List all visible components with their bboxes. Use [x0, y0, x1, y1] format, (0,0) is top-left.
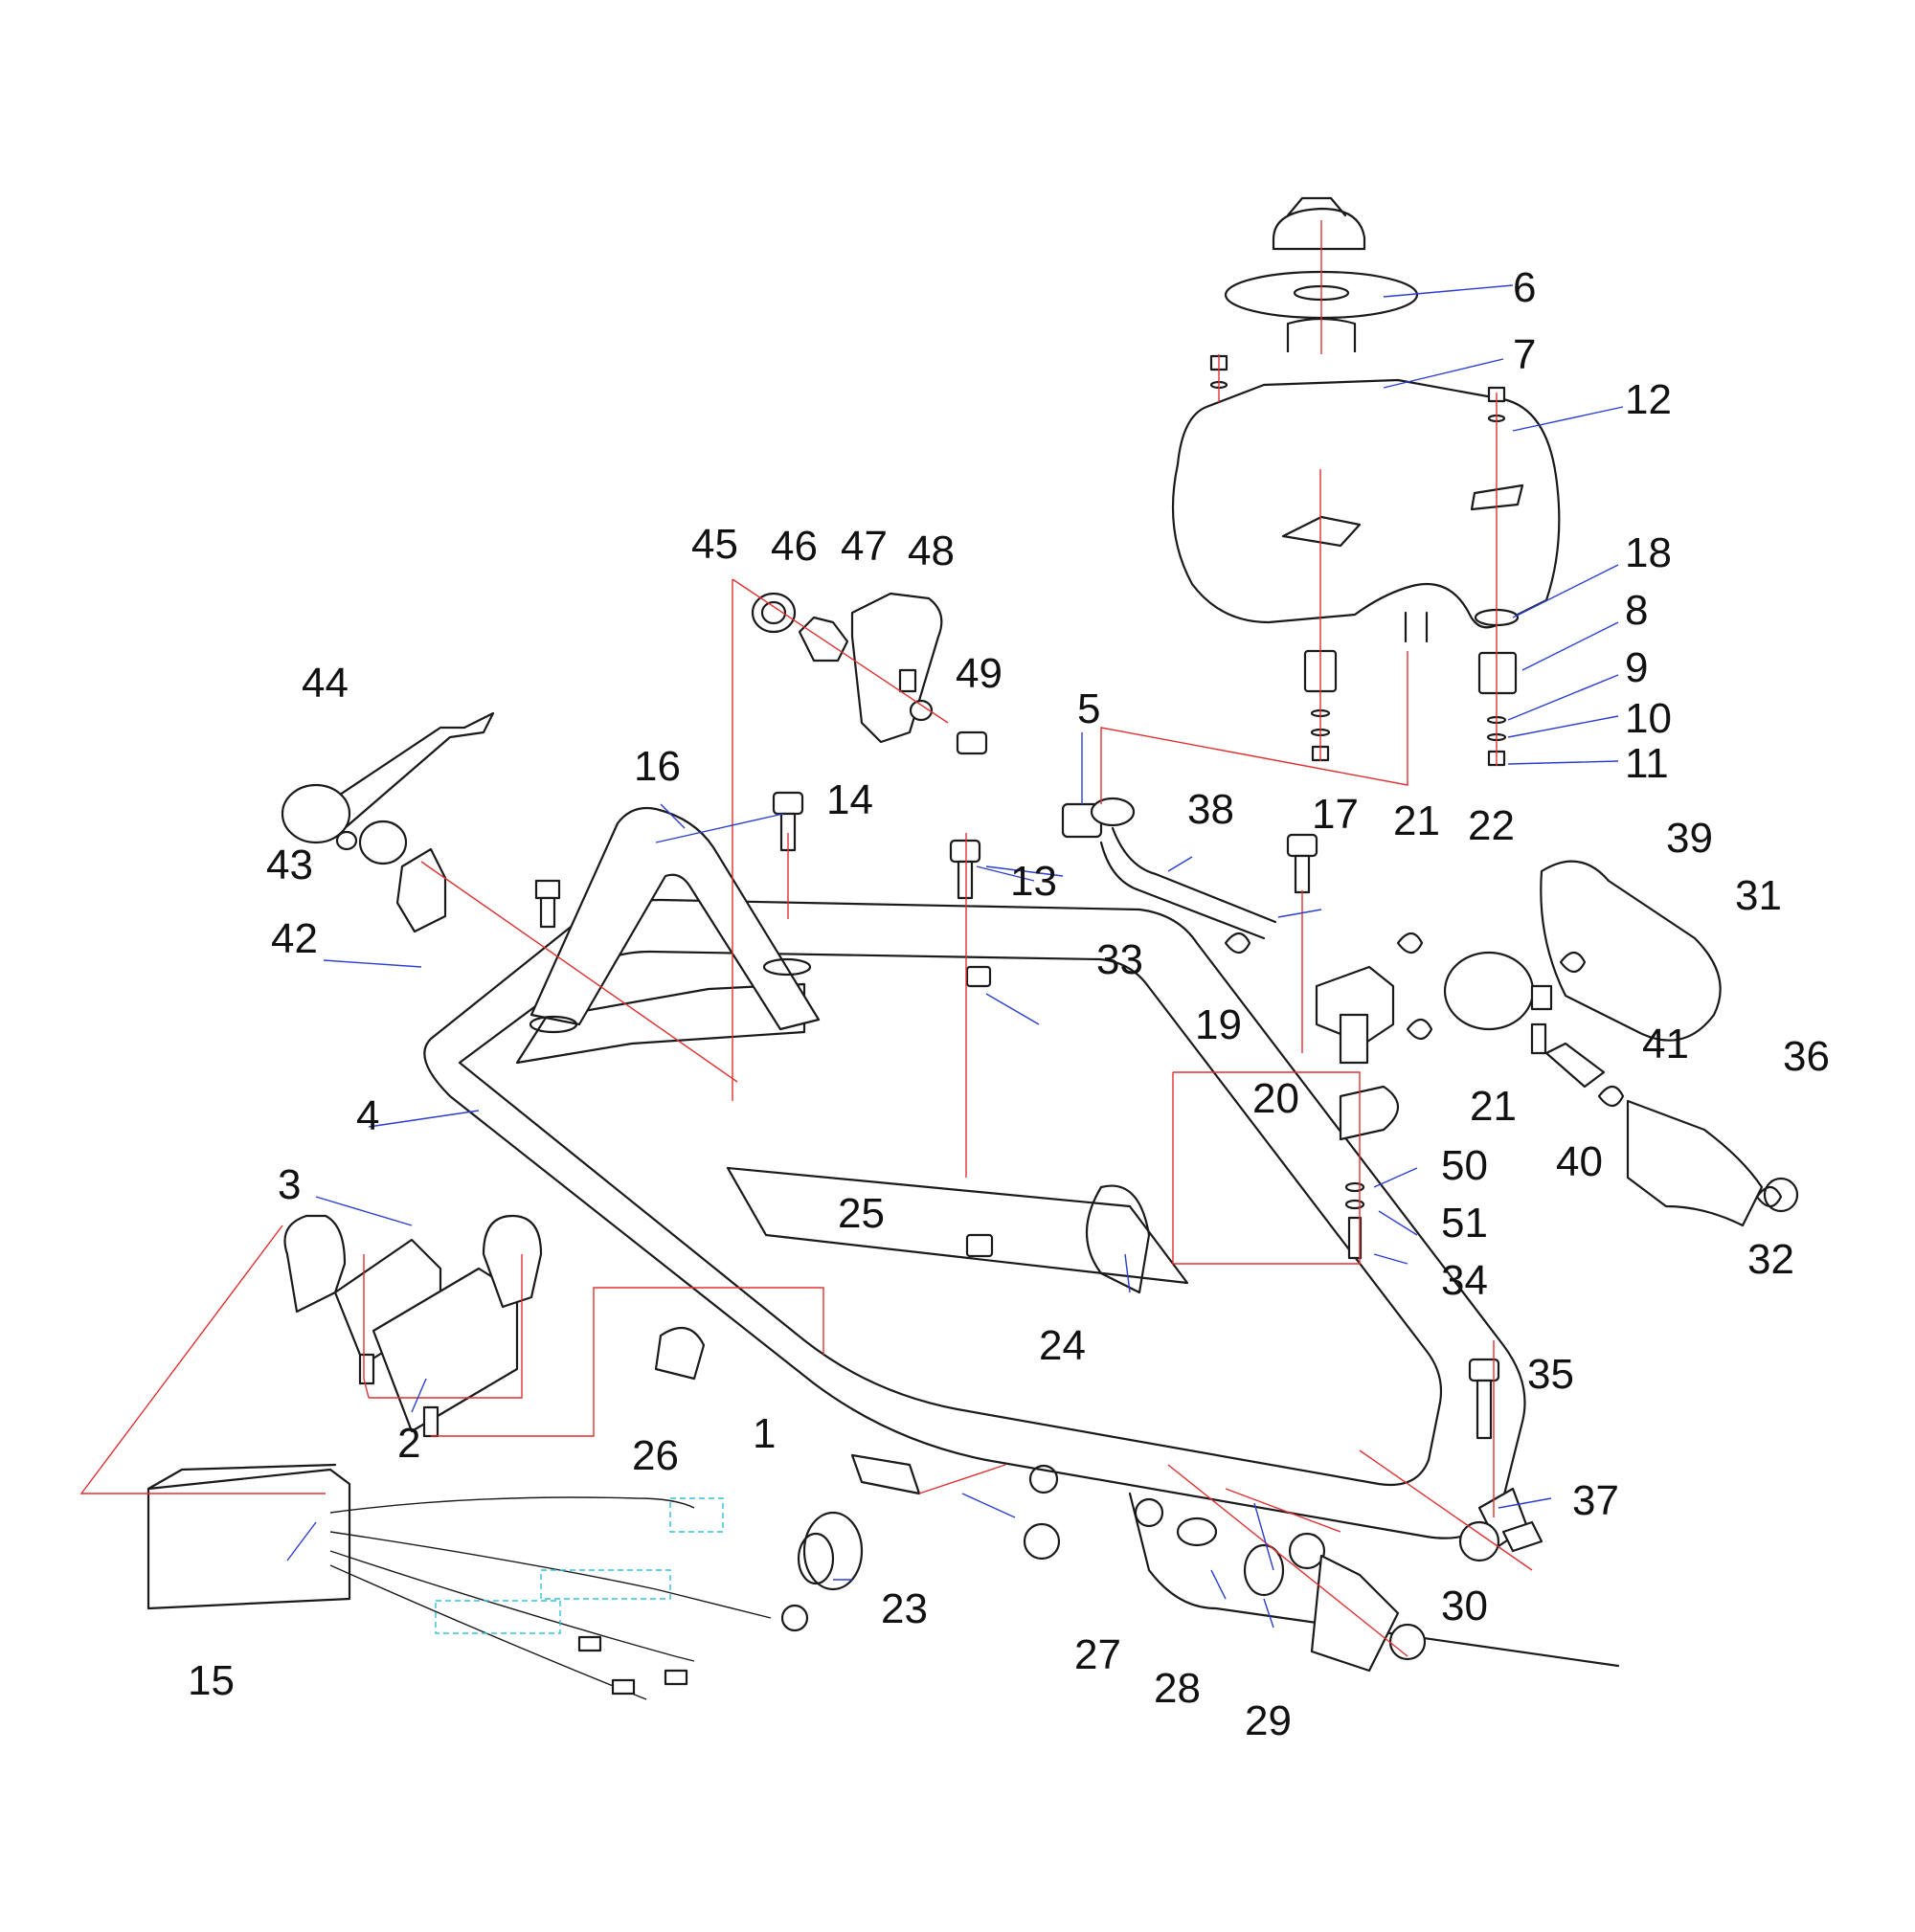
- part-number-labels: 1 2 3 4 5 6 7 8 9 10 11 12 13 14 15 16 1…: [188, 264, 1830, 1744]
- fuel-tank-assembly: [1171, 196, 1561, 695]
- part-label: 5: [1077, 685, 1100, 732]
- part-label: 41: [1642, 1021, 1689, 1067]
- part-label: 46: [771, 523, 818, 570]
- part-label: 39: [1666, 815, 1713, 862]
- part-label: 22: [1468, 802, 1515, 849]
- part-label: 19: [1195, 1001, 1242, 1048]
- part-label: 21: [1470, 1083, 1517, 1130]
- part-label: 8: [1625, 587, 1648, 634]
- part-label: 31: [1735, 872, 1782, 919]
- assembly-lines: [79, 220, 1533, 1657]
- front-fittings: [654, 1326, 1543, 1673]
- part-label: 49: [956, 650, 1003, 697]
- part-label: 47: [841, 523, 888, 570]
- part-label: 24: [1039, 1322, 1086, 1369]
- part-label: 30: [1441, 1583, 1488, 1629]
- part-label: 37: [1572, 1477, 1619, 1524]
- part-label: 32: [1747, 1236, 1794, 1283]
- part-label: 18: [1625, 529, 1672, 576]
- part-label: 29: [1245, 1697, 1292, 1744]
- part-label: 7: [1513, 331, 1536, 378]
- part-label: 4: [356, 1092, 379, 1139]
- part-label: 27: [1074, 1631, 1121, 1678]
- part-label: 11: [1625, 740, 1669, 787]
- rubber-mounts: [283, 1214, 543, 1438]
- bolts: [534, 791, 1500, 1440]
- choke-lever: [281, 711, 495, 933]
- part-label: 35: [1527, 1351, 1574, 1398]
- part-label: 23: [881, 1585, 928, 1632]
- part-label: 25: [838, 1190, 885, 1237]
- part-label: 1: [753, 1410, 776, 1457]
- part-label: 17: [1312, 791, 1359, 838]
- part-label: 42: [271, 915, 318, 962]
- part-label: 12: [1625, 376, 1672, 423]
- part-label: 13: [1010, 858, 1057, 905]
- part-label: 50: [1441, 1142, 1488, 1189]
- part-label: 10: [1625, 695, 1672, 742]
- throttle-bracket: [751, 592, 988, 755]
- part-label: 43: [266, 842, 313, 888]
- part-label: 2: [397, 1420, 420, 1467]
- part-label: 36: [1783, 1033, 1830, 1080]
- part-label: 51: [1441, 1200, 1488, 1247]
- part-label: 38: [1187, 786, 1234, 833]
- part-label: 20: [1252, 1075, 1299, 1122]
- part-label: 34: [1441, 1257, 1488, 1304]
- part-label: 15: [188, 1657, 235, 1704]
- leader-lines: [286, 284, 1624, 1629]
- part-label: 6: [1513, 264, 1536, 311]
- part-label: 44: [302, 660, 349, 707]
- part-label: 21: [1393, 798, 1440, 844]
- part-label: 16: [634, 743, 681, 790]
- part-label: 28: [1154, 1665, 1201, 1712]
- part-label: 3: [278, 1161, 301, 1208]
- part-label: 40: [1556, 1138, 1603, 1185]
- fuel-line-assembly: [1061, 797, 1799, 1227]
- part-label: 48: [908, 528, 955, 574]
- cdi-unit: [146, 1463, 809, 1700]
- part-label: 14: [826, 776, 873, 823]
- part-label: 26: [632, 1432, 679, 1479]
- part-label: 45: [691, 521, 738, 568]
- part-label: 9: [1625, 644, 1648, 691]
- part-label: 33: [1096, 936, 1143, 983]
